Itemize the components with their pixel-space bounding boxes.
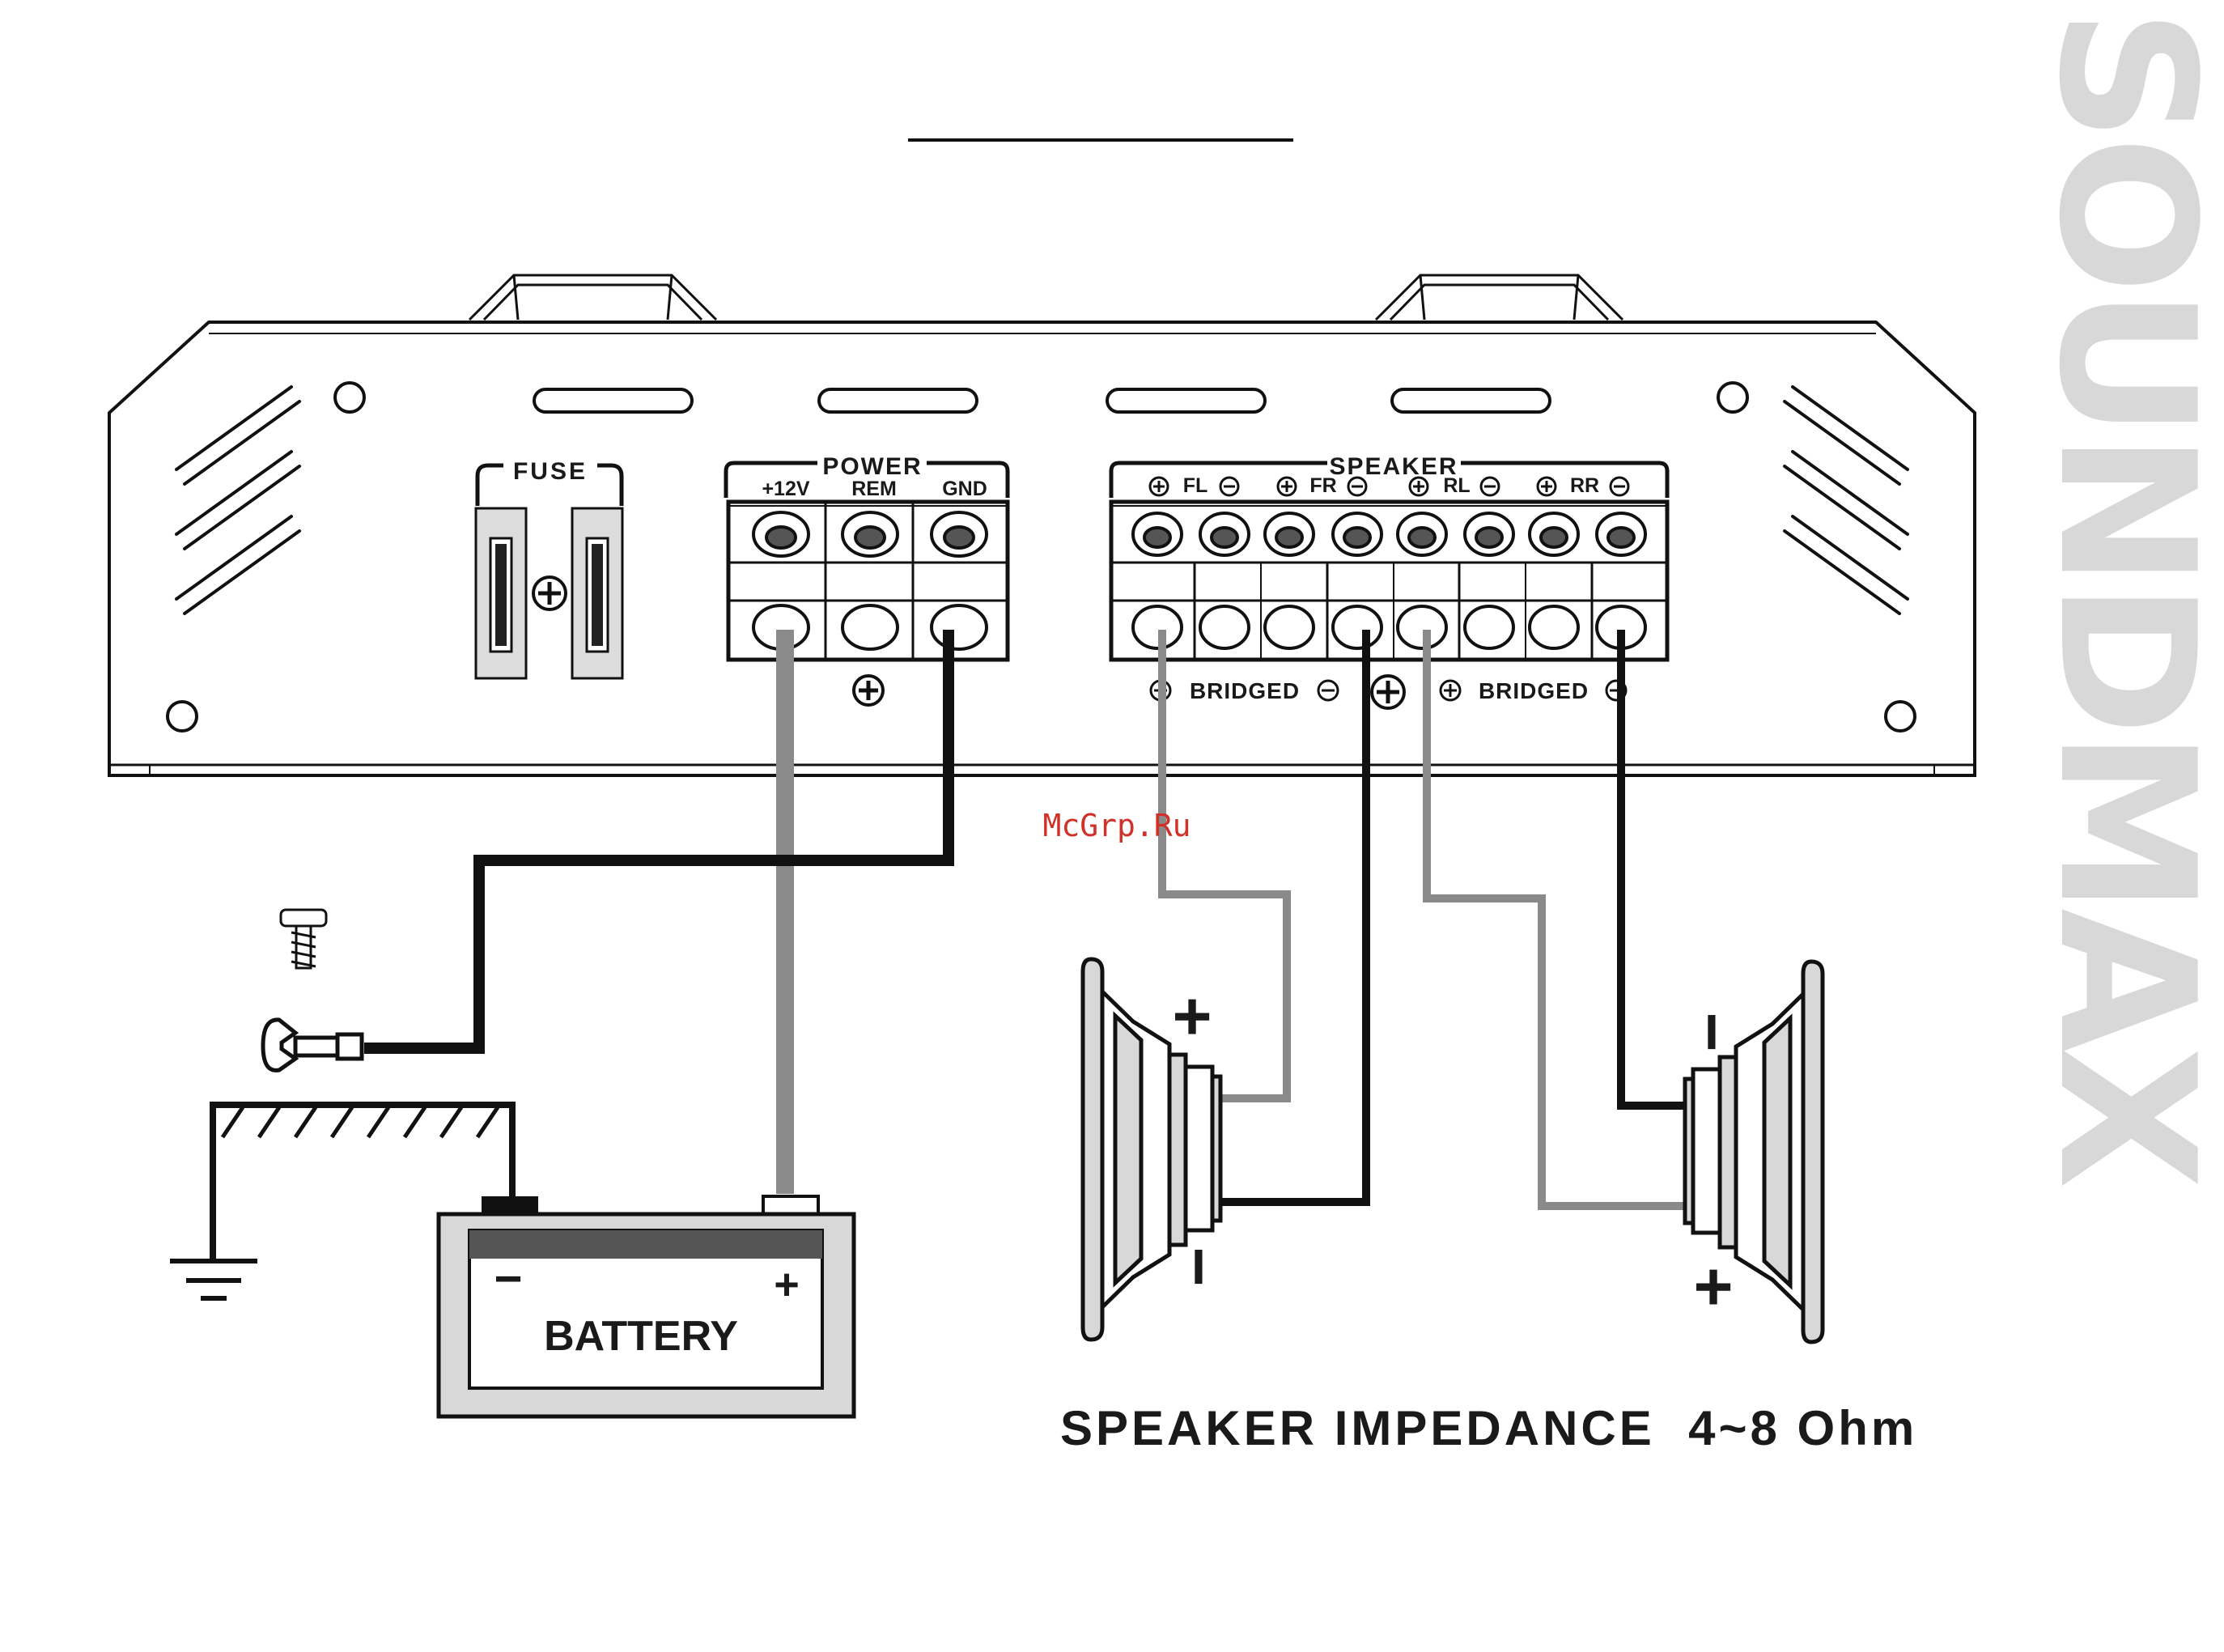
bridged-label-rear: BRIDGED: [1479, 678, 1589, 703]
watermark: McGrp.Ru: [1042, 808, 1191, 843]
power-ground-screw-icon: [854, 676, 883, 705]
fuse-label: FUSE: [513, 458, 588, 485]
power-terminal-label-12v: +12V: [762, 478, 809, 500]
speaker-channel-label-fl: FL: [1183, 474, 1208, 497]
power-terminal-label-rem: REM: [851, 478, 897, 500]
power-title: POWER: [822, 453, 922, 480]
ring-terminal-icon: [263, 1020, 362, 1071]
brand-logo: SOUNDMAX: [2018, 8, 2224, 1186]
speaker-right-minus: −: [1674, 1012, 1751, 1051]
battery-minus: −: [494, 1251, 522, 1306]
battery: − + BATTERY: [439, 1196, 854, 1416]
speaker-channel-label-rl: RL: [1443, 474, 1470, 497]
speaker-title: SPEAKER: [1329, 453, 1458, 480]
speaker-channel-label-rr: RR: [1570, 474, 1599, 497]
chassis-screw-icon: [281, 910, 326, 968]
amp-handle-left: [469, 275, 716, 320]
fuse-screw-icon: [533, 577, 566, 609]
speaker-left-minus: −: [1161, 1246, 1237, 1286]
battery-label: BATTERY: [544, 1313, 738, 1360]
bridged-label-front: BRIDGED: [1190, 678, 1300, 703]
battery-plus: +: [774, 1260, 800, 1309]
speaker-channel-label-fr: FR: [1309, 474, 1336, 497]
amp-handle-right: [1376, 275, 1623, 320]
power-terminal-label-gnd: GND: [942, 478, 987, 500]
speaker-impedance-note: SPEAKER IMPEDANCE 4~8 Ohm: [1060, 1401, 1917, 1455]
speaker-ground-screw-icon: [1372, 676, 1404, 708]
speaker-right-plus: +: [1693, 1248, 1733, 1324]
speaker-left-plus: +: [1172, 978, 1212, 1054]
amplifier-body: [109, 322, 1975, 775]
